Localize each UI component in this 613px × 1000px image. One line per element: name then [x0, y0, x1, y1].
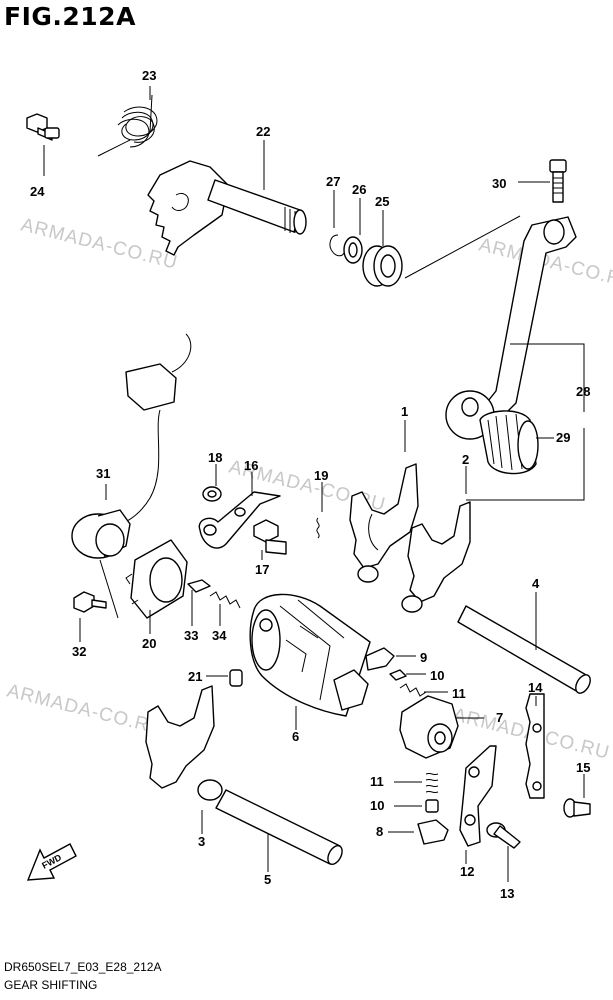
callout-29: 29	[556, 430, 570, 445]
callout-12: 12	[460, 864, 474, 879]
diagram-code: DR650SEL7_E03_E28_212A	[4, 960, 162, 974]
part-8-pawl[interactable]	[388, 819, 449, 845]
callout-24: 24	[30, 184, 45, 199]
part-22-shift-shaft[interactable]	[147, 140, 307, 256]
callout-11-upper: 11	[452, 686, 466, 701]
part-11-spring-upper[interactable]	[399, 683, 448, 697]
callout-10-lower: 10	[370, 798, 384, 813]
part-6-shift-drum[interactable]	[249, 593, 371, 730]
part-29-rubber[interactable]	[479, 410, 554, 475]
callout-31: 31	[96, 466, 110, 481]
callout-18: 18	[208, 450, 222, 465]
callout-33: 33	[184, 628, 198, 643]
callout-28: 28	[576, 384, 590, 399]
callout-19: 19	[314, 468, 328, 483]
part-34-spring[interactable]	[209, 591, 241, 626]
callout-7: 7	[496, 710, 503, 725]
callout-14: 14	[528, 680, 543, 695]
callout-20: 20	[142, 636, 156, 651]
callout-9: 9	[420, 650, 427, 665]
assembly-leader	[404, 215, 521, 279]
fwd-direction-arrow: FWD	[26, 843, 77, 881]
callout-1: 1	[401, 404, 408, 419]
callout-27: 27	[326, 174, 340, 189]
part-10-pin-upper[interactable]	[389, 669, 426, 681]
callout-22: 22	[256, 124, 270, 139]
callout-23: 23	[142, 68, 156, 83]
callout-16: 16	[244, 458, 258, 473]
figure-title: FIG.212A	[4, 2, 136, 31]
callout-4: 4	[532, 576, 540, 591]
part-30-bolt[interactable]	[518, 159, 567, 203]
callout-13: 13	[500, 886, 514, 901]
part-25-bearing[interactable]	[362, 210, 403, 287]
callout-30: 30	[492, 176, 506, 191]
part-21-pin[interactable]	[206, 669, 243, 687]
part-12-bracket[interactable]	[459, 745, 497, 864]
part-2-shift-fork[interactable]	[401, 466, 471, 613]
part-14-plate[interactable]	[525, 693, 545, 799]
callout-17: 17	[255, 562, 269, 577]
watermark: ARMADA-CO.RU	[5, 680, 166, 739]
callout-25: 25	[375, 194, 389, 209]
callout-34: 34	[212, 628, 227, 643]
callout-3: 3	[198, 834, 205, 849]
callout-6: 6	[292, 729, 299, 744]
part-4-fork-shaft[interactable]	[457, 592, 593, 696]
callout-10-upper: 10	[430, 668, 444, 683]
part-33-pin[interactable]	[187, 579, 211, 626]
part-24-bolt[interactable]	[26, 113, 60, 176]
part-26-washer[interactable]	[343, 198, 363, 264]
callout-5: 5	[264, 872, 271, 887]
part-1-shift-fork[interactable]	[349, 420, 419, 583]
part-18-washer[interactable]	[202, 464, 222, 502]
part-32-screw[interactable]	[73, 591, 107, 642]
part-19-spring[interactable]	[316, 482, 323, 539]
part-31-sensor[interactable]	[71, 333, 192, 619]
part-13-screw[interactable]	[486, 822, 521, 882]
part-3-shift-fork[interactable]	[145, 685, 223, 834]
part-5-fork-shaft[interactable]	[215, 789, 345, 872]
callout-26: 26	[352, 182, 366, 197]
part-20-cam[interactable]	[125, 539, 188, 634]
part-16-stopper-plate[interactable]	[198, 472, 281, 549]
callout-11-lower: 11	[370, 774, 384, 789]
callout-21: 21	[188, 669, 202, 684]
part-27-circlip[interactable]	[329, 190, 345, 257]
callout-8: 8	[376, 824, 383, 839]
callout-15: 15	[576, 760, 590, 775]
diagram-caption: GEAR SHIFTING	[4, 978, 98, 992]
part-10-pin-lower[interactable]	[394, 799, 439, 813]
callout-32: 32	[72, 644, 86, 659]
part-23-spring[interactable]	[97, 86, 158, 157]
part-15-screw[interactable]	[563, 774, 591, 818]
callout-2: 2	[462, 452, 469, 467]
part-17-bolt[interactable]	[253, 519, 287, 560]
part-9-pawl[interactable]	[365, 647, 416, 671]
part-11-spring-lower[interactable]	[394, 772, 439, 794]
part-7-cam-guide[interactable]	[399, 695, 484, 759]
